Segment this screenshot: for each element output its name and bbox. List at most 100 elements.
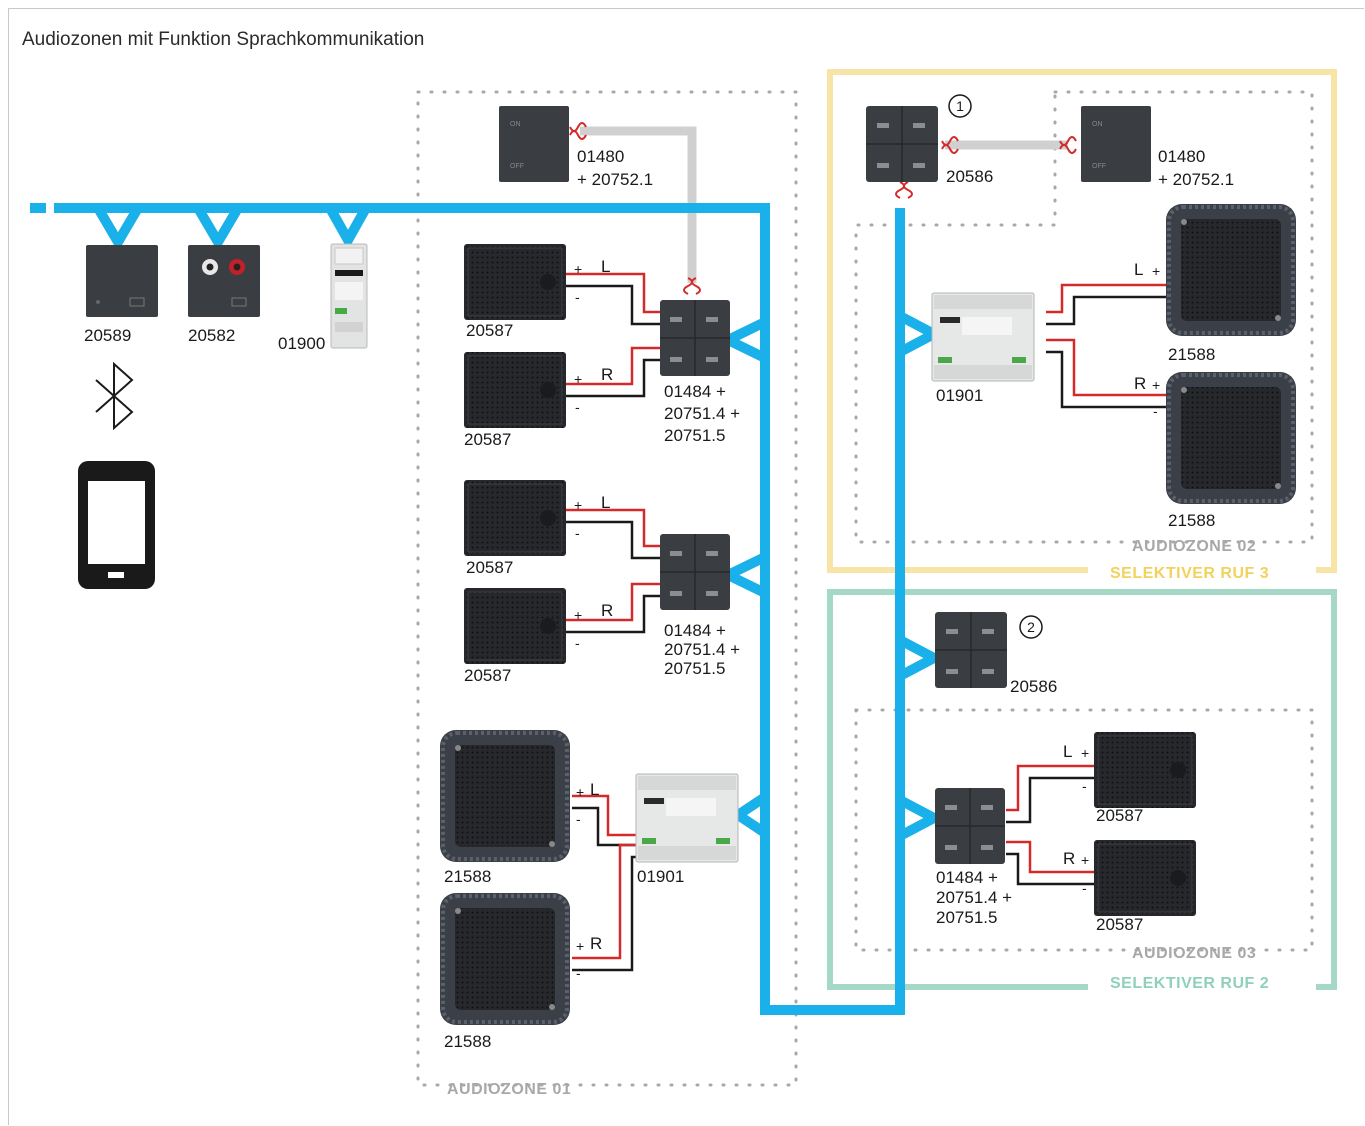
switch-zone01-line2: + 20752.1	[577, 170, 653, 189]
zone03-speaker-right-label: 20587	[1096, 915, 1143, 934]
plus-mark: +	[576, 784, 584, 800]
plus-mark: +	[1152, 377, 1160, 393]
minus-mark: -	[1082, 880, 1087, 896]
minus-mark: -	[575, 525, 580, 541]
zone01-g3-speaker-left-label: 21588	[444, 867, 491, 886]
twisted-connectors	[569, 122, 1077, 295]
amplifier-01901-device	[931, 292, 1035, 382]
intercom-20586-device	[935, 612, 1007, 688]
plus-mark: +	[574, 607, 582, 623]
marker-1-text: 1	[956, 98, 964, 114]
minus-mark: -	[575, 635, 580, 651]
bluetooth-module-label: 20589	[84, 326, 131, 345]
selektiver-ruf-2-frame	[827, 589, 1337, 990]
speaker-20587-device	[1094, 732, 1196, 808]
plus-mark: +	[1081, 852, 1089, 868]
minus-mark: -	[576, 811, 581, 827]
plus-mark: +	[576, 938, 584, 954]
zone01-g1-speaker-right-label: 20587	[464, 430, 511, 449]
speaker-20587-device	[464, 480, 566, 556]
bluetooth-icon	[95, 361, 134, 431]
power-supply-device	[330, 243, 368, 349]
selektiver-ruf-3-frame	[827, 69, 1337, 573]
zone01-g3-speaker-right-label: 21588	[444, 1032, 491, 1051]
selektiver-ruf-3-label: SELEKTIVER RUF 3	[1110, 565, 1269, 582]
speaker-20587-device	[1094, 840, 1196, 916]
minus-mark: -	[1153, 288, 1158, 304]
speaker-21588-device	[440, 730, 570, 862]
zone03-amp-line3: 20751.5	[936, 908, 997, 927]
marker-circle-2	[1019, 615, 1043, 639]
amplifier-01484-device	[660, 534, 730, 610]
minus-mark: -	[1153, 403, 1158, 419]
intercom-20586-device	[866, 106, 938, 182]
speaker-20587-device	[464, 588, 566, 664]
audiozone-03-label: AUDIOZONE 03	[1132, 945, 1256, 962]
plus-mark: +	[574, 261, 582, 277]
zone01-g2-speaker-left-label: 20587	[466, 558, 513, 577]
channel-right-mark: R	[601, 601, 613, 620]
svg-text:OFF: OFF	[1092, 163, 1106, 170]
rca-input-device	[188, 245, 260, 317]
marker-2-text: 2	[1027, 619, 1035, 635]
intercom-zone02-label: 20586	[946, 167, 993, 186]
speaker-20587-device	[464, 244, 566, 320]
channel-right-mark: R	[590, 934, 602, 953]
channel-right-mark: R	[601, 365, 613, 384]
plus-mark: +	[574, 497, 582, 513]
diagram-frame	[8, 8, 1364, 1125]
channel-left-mark: L	[1063, 742, 1072, 761]
zone01-g1-amp-line1: 01484 +	[664, 382, 726, 401]
amplifier-01484-device	[660, 300, 730, 376]
zone02-speaker-right-label: 21588	[1168, 511, 1215, 530]
audiozone-03-area	[854, 708, 1314, 952]
zone01-g3-amp-label: 01901	[637, 867, 684, 886]
channel-left-mark: L	[590, 780, 599, 799]
minus-mark: -	[575, 399, 580, 415]
zone03-amp-line1: 01484 +	[936, 868, 998, 887]
zone03-speaker-left-label: 20587	[1096, 806, 1143, 825]
switch-zone02-line1: 01480	[1158, 147, 1205, 166]
zone01-g1-speaker-left-label: 20587	[466, 321, 513, 340]
speaker-21588-device	[1166, 204, 1296, 336]
zone01-g2-amp-line3: 20751.5	[664, 659, 725, 678]
zone01-g2-amp-line2: 20751.4 +	[664, 640, 740, 659]
zone01-g1-amp-line3: 20751.5	[664, 426, 725, 445]
zone01-g2-amp-line1: 01484 +	[664, 621, 726, 640]
intercom-zone03-label: 20586	[1010, 677, 1057, 696]
audiozone-02-area	[854, 90, 1314, 544]
switch-01480-zone02: ON OFF	[1081, 106, 1151, 182]
plus-mark: +	[1081, 745, 1089, 761]
power-supply-label: 01900	[278, 334, 325, 353]
speaker-21588-device	[1166, 372, 1296, 504]
switch-cable-zone01	[580, 126, 697, 283]
plus-mark: +	[1152, 263, 1160, 279]
switch-01480-zone01: ON OFF	[499, 106, 569, 182]
bluetooth-module-device	[86, 245, 158, 317]
amplifier-01901-device	[635, 773, 739, 863]
zone01-g1-amp-line2: 20751.4 +	[664, 404, 740, 423]
audiozone-01-label: AUDIOZONE 01	[447, 1081, 571, 1098]
selektiver-ruf-2-label: SELEKTIVER RUF 2	[1110, 975, 1269, 992]
minus-mark: -	[1082, 778, 1087, 794]
rca-input-label: 20582	[188, 326, 235, 345]
channel-left-mark: L	[601, 493, 610, 512]
minus-mark: -	[575, 289, 580, 305]
channel-left-mark: L	[601, 257, 610, 276]
speaker-21588-device	[440, 893, 570, 1025]
svg-text:ON: ON	[510, 121, 521, 128]
channel-right-mark: R	[1063, 849, 1075, 868]
switch-zone01-line1: 01480	[577, 147, 624, 166]
switch-zone02-line2: + 20752.1	[1158, 170, 1234, 189]
channel-left-mark: L	[1134, 260, 1143, 279]
amp-zone02-label: 01901	[936, 386, 983, 405]
marker-circle-1	[948, 94, 972, 118]
amplifier-01484-device	[935, 788, 1005, 864]
channel-right-mark: R	[1134, 374, 1146, 393]
audiozone-02-label: AUDIOZONE 02	[1132, 538, 1256, 555]
svg-text:OFF: OFF	[510, 163, 524, 170]
speaker-20587-device	[464, 352, 566, 428]
speaker-wires	[566, 272, 1168, 972]
zone01-g2-speaker-right-label: 20587	[464, 666, 511, 685]
